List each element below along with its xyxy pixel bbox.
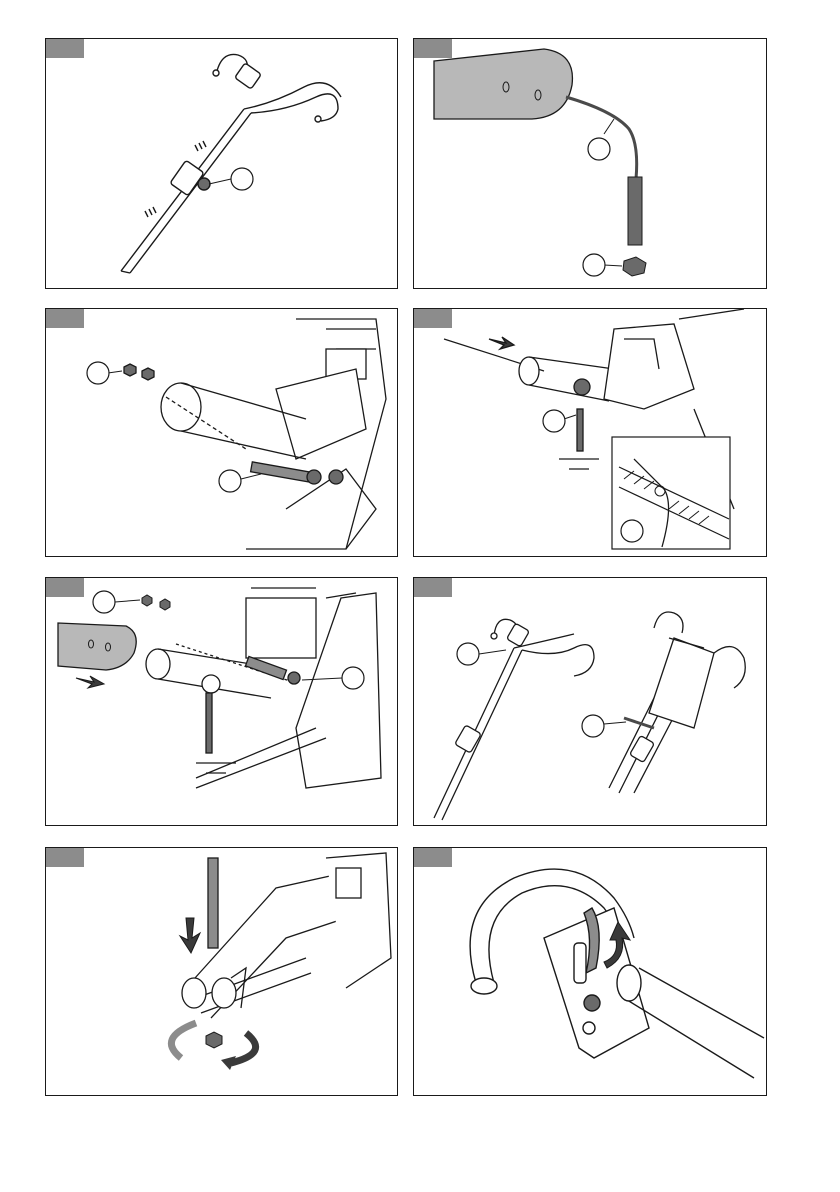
callout-circle xyxy=(621,520,643,542)
callout-circle xyxy=(588,138,610,160)
panel-5 xyxy=(45,577,398,826)
tube-bolt-illustration xyxy=(46,309,398,557)
panel-8 xyxy=(413,847,767,1096)
callout-circle xyxy=(219,470,241,492)
cable-illustration xyxy=(414,39,767,289)
callout-circle xyxy=(543,410,565,432)
panel-2 xyxy=(413,38,767,289)
panel-1 xyxy=(45,38,398,289)
cable-fitting-illustration xyxy=(46,848,398,1096)
callout-circle xyxy=(583,254,605,276)
callout-circle xyxy=(231,168,253,190)
cable-routing-illustration xyxy=(414,309,767,557)
callout-circle xyxy=(342,667,364,689)
tube-insertion-illustration xyxy=(46,578,398,826)
callout-circle xyxy=(93,591,115,613)
panel-4 xyxy=(413,308,767,557)
callout-circle xyxy=(582,715,604,737)
callout-circle xyxy=(457,643,479,665)
handle-views-illustration xyxy=(414,578,767,826)
callout-circle xyxy=(87,362,109,384)
lever-illustration xyxy=(414,848,767,1096)
panel-3 xyxy=(45,308,398,557)
panel-7 xyxy=(45,847,398,1096)
panel-6 xyxy=(413,577,767,826)
handlebar-illustration xyxy=(46,39,398,289)
